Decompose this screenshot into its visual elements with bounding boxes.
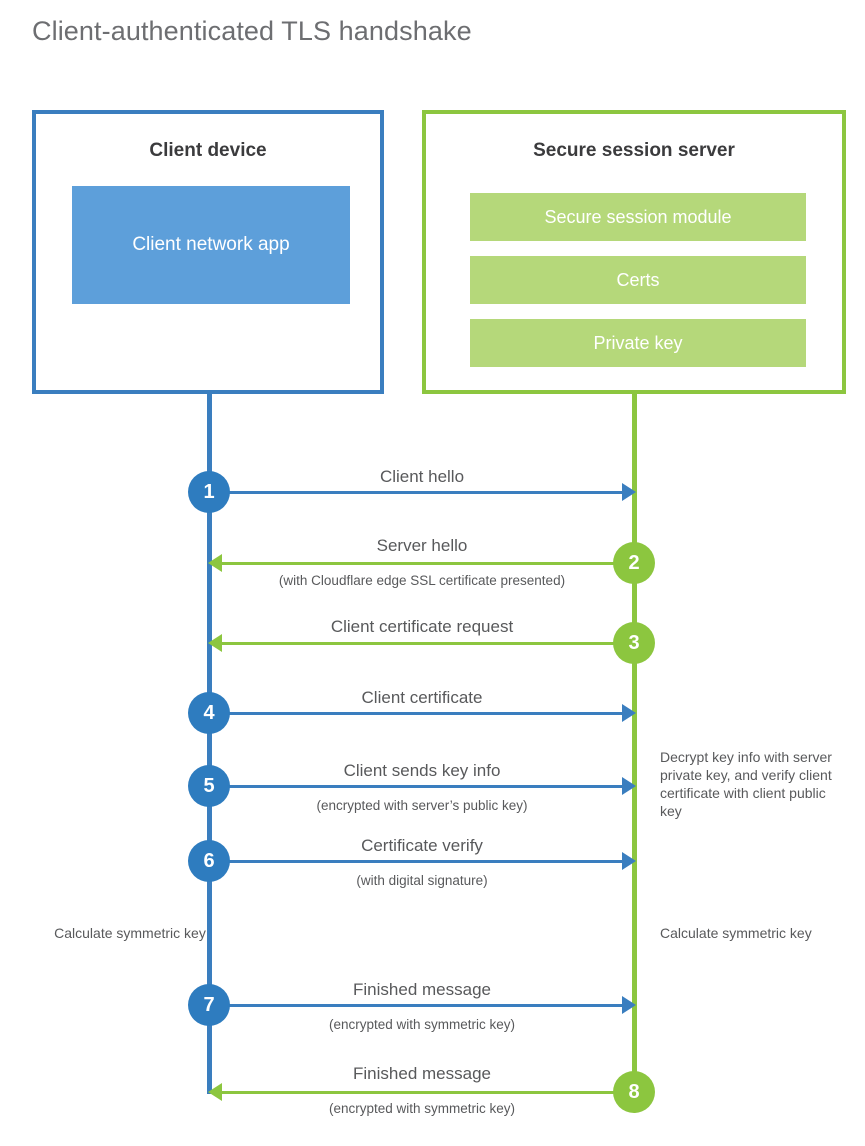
- step-badge-5[interactable]: 5: [188, 765, 230, 807]
- message-sublabel-5: (encrypted with server’s public key): [316, 798, 528, 813]
- message-label-6: Certificate verify: [361, 836, 483, 855]
- message-arrow-8: [222, 1091, 634, 1094]
- message-arrow-3: [222, 642, 634, 645]
- arrow-head-icon-1: [622, 483, 636, 501]
- secure-session-server-title: Secure session server: [533, 140, 735, 161]
- arrow-head-icon-4: [622, 704, 636, 722]
- arrow-head-icon-5: [622, 777, 636, 795]
- message-label-1: Client hello: [379, 467, 465, 486]
- step-badge-2[interactable]: 2: [613, 542, 655, 584]
- message-label-8: Finished message: [353, 1064, 491, 1083]
- message-label-2: Server hello: [376, 536, 468, 555]
- arrow-head-icon-2: [208, 554, 222, 572]
- message-arrow-1: [209, 491, 623, 494]
- message-arrow-2: [222, 562, 634, 565]
- note-decrypt-key-info: Decrypt key info with server private key…: [660, 749, 832, 819]
- client-device-title: Client device: [149, 140, 267, 161]
- step-badge-6[interactable]: 6: [188, 840, 230, 882]
- arrow-head-icon-3: [208, 634, 222, 652]
- message-sublabel-6: (with digital signature): [356, 873, 488, 888]
- client-lifeline: [207, 394, 212, 1094]
- server-module-private-key: Private key: [470, 319, 806, 367]
- page-title: Client-authenticated TLS handshake: [32, 16, 472, 46]
- arrow-head-icon-8: [208, 1083, 222, 1101]
- step-badge-8[interactable]: 8: [613, 1071, 655, 1113]
- message-sublabel-2: (with Cloudflare edge SSL certificate pr…: [278, 573, 566, 588]
- server-module-certs: Certs: [470, 256, 806, 304]
- note-calculate-symmetric-key-client: Calculate symmetric key: [54, 925, 206, 941]
- arrow-head-icon-6: [622, 852, 636, 870]
- step-badge-1[interactable]: 1: [188, 471, 230, 513]
- step-badge-4[interactable]: 4: [188, 692, 230, 734]
- message-arrow-4: [209, 712, 623, 715]
- message-arrow-5: [209, 785, 623, 788]
- message-label-7: Finished message: [353, 980, 491, 999]
- step-badge-3[interactable]: 3: [613, 622, 655, 664]
- secure-session-server-box: Secure session server Secure session mod…: [422, 110, 846, 394]
- message-sublabel-8: (encrypted with symmetric key): [328, 1101, 516, 1116]
- step-badge-7[interactable]: 7: [188, 984, 230, 1026]
- arrow-head-icon-7: [622, 996, 636, 1014]
- note-calculate-symmetric-key-server: Calculate symmetric key: [660, 925, 812, 941]
- message-label-5: Client sends key info: [343, 761, 501, 780]
- server-module-secure-session-module: Secure session module: [470, 193, 806, 241]
- server-lifeline: [632, 394, 637, 1096]
- client-network-app-block: Client network app: [72, 186, 350, 304]
- message-arrow-7: [209, 1004, 623, 1007]
- message-sublabel-7: (encrypted with symmetric key): [328, 1017, 516, 1032]
- message-label-4: Client certificate: [361, 688, 483, 707]
- message-arrow-6: [209, 860, 623, 863]
- client-device-box: Client device Client network app: [32, 110, 384, 394]
- message-label-3: Client certificate request: [330, 617, 514, 636]
